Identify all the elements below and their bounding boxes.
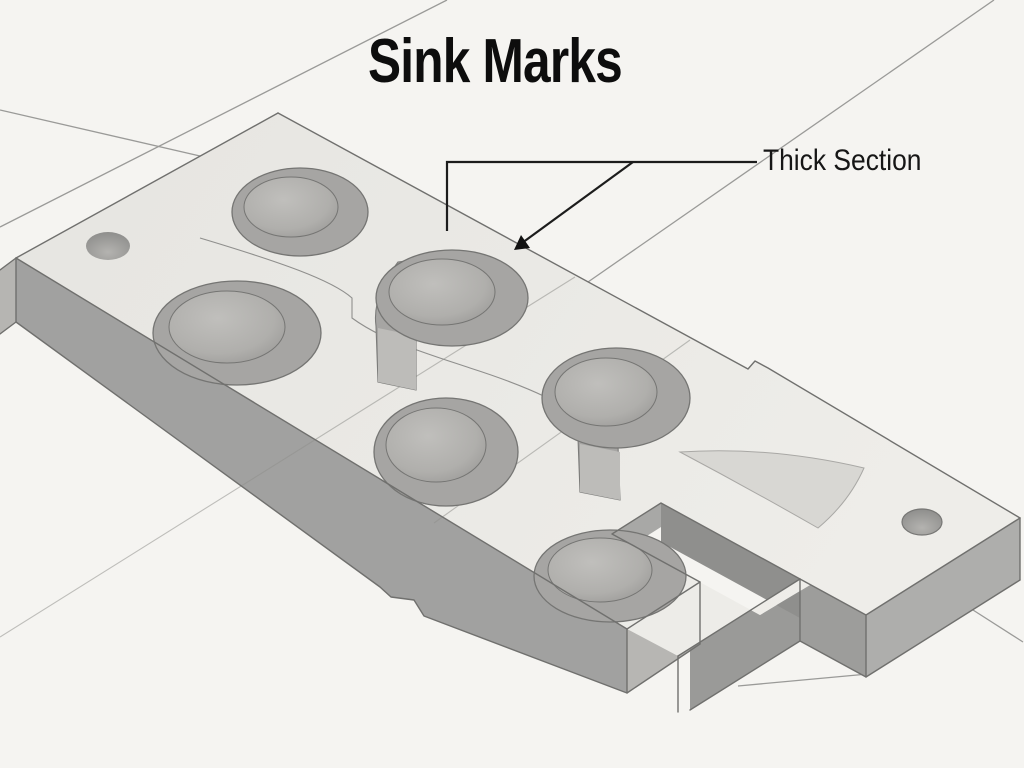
sink-mark-boss-bottom-right [533, 529, 687, 623]
right-arm-edges [677, 517, 1021, 657]
leader-arrow-shaft [521, 161, 634, 244]
construction-line [0, 0, 448, 228]
sink-mark-boss-top [231, 167, 369, 257]
thick-section-label: Thick Section [763, 144, 922, 177]
right-arm-front-face [800, 579, 866, 677]
bottom-silhouette-right [689, 579, 1021, 711]
back-edge [277, 112, 1021, 519]
sink-mark-boss-right-thick [541, 347, 691, 449]
construction-line [972, 609, 1024, 643]
sink-mark-boss-center-thick [375, 249, 529, 347]
construction-line [587, 0, 995, 283]
diagram-title: Sink Marks [368, 27, 623, 96]
right-arm-west-face [690, 579, 800, 710]
construction-line [0, 109, 201, 157]
mounting-hole-right [901, 508, 943, 536]
east-end-face [866, 518, 1020, 677]
bottom-silhouette-left [0, 321, 701, 694]
sink-marks [152, 167, 691, 623]
sink-mark-boss-left [152, 280, 322, 386]
mounting-hole-left [86, 232, 130, 260]
front-left-face [16, 258, 627, 693]
part-side-faces [0, 258, 1020, 710]
slot-edges [611, 502, 801, 630]
part-edges [0, 112, 1021, 713]
leader-line [445, 160, 757, 244]
gusset-shade [678, 450, 865, 529]
vertical-corner-edges [15, 257, 1021, 713]
front-edge [15, 257, 628, 630]
back-left-edge [15, 112, 279, 259]
construction-line [737, 673, 869, 687]
channel-face-right [580, 444, 620, 500]
slot-back-wall [661, 503, 800, 618]
arrowhead [514, 235, 530, 250]
west-corner-edge [0, 257, 17, 271]
background-construction-lines [0, 0, 1024, 687]
channel-face-center [378, 328, 416, 390]
sink-mark-boss-bottom-left [373, 397, 519, 507]
leader-polyline [445, 160, 757, 231]
west-end-face [0, 258, 16, 334]
